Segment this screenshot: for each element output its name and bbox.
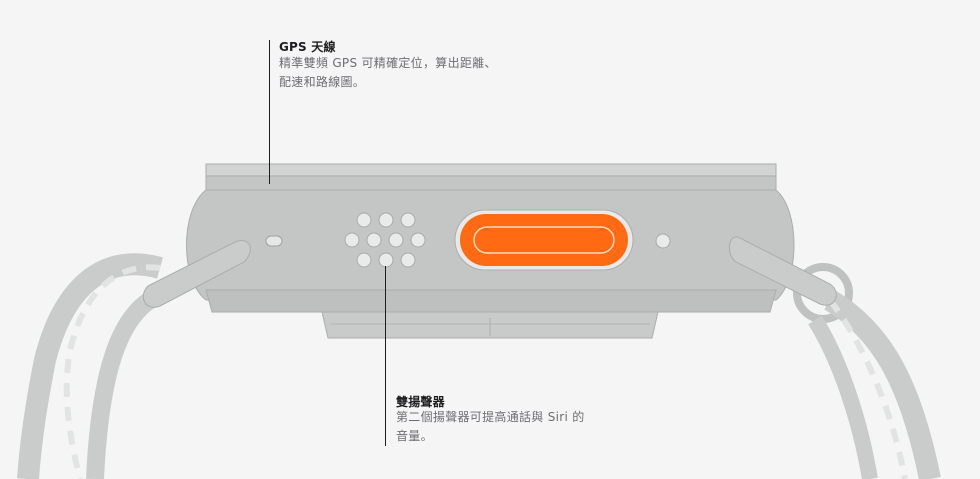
gps-callout-description: 精準雙頻 GPS 可精確定位，算出距離、 配速和路線圖。 [279, 56, 497, 89]
right-lug [728, 236, 837, 306]
case-bottom-band [205, 289, 777, 313]
microphone-port-icon [265, 235, 283, 247]
left-band [17, 253, 163, 479]
left-lug [142, 240, 251, 308]
gps-callout-title: GPS 天線 [279, 40, 336, 54]
action-button [454, 209, 634, 271]
speaker-callout-line [385, 266, 386, 446]
speaker-callout-description: 第二個揚聲器可提高通話與 Siri 的 音量。 [396, 410, 585, 443]
case-top-rim [205, 163, 777, 177]
case-upper-band [205, 175, 777, 191]
speaker-callout-title: 雙揚聲器 [396, 395, 445, 409]
gps-callout-line [269, 40, 270, 184]
speaker-grille [344, 212, 426, 268]
sensor-dot-icon [655, 233, 671, 249]
